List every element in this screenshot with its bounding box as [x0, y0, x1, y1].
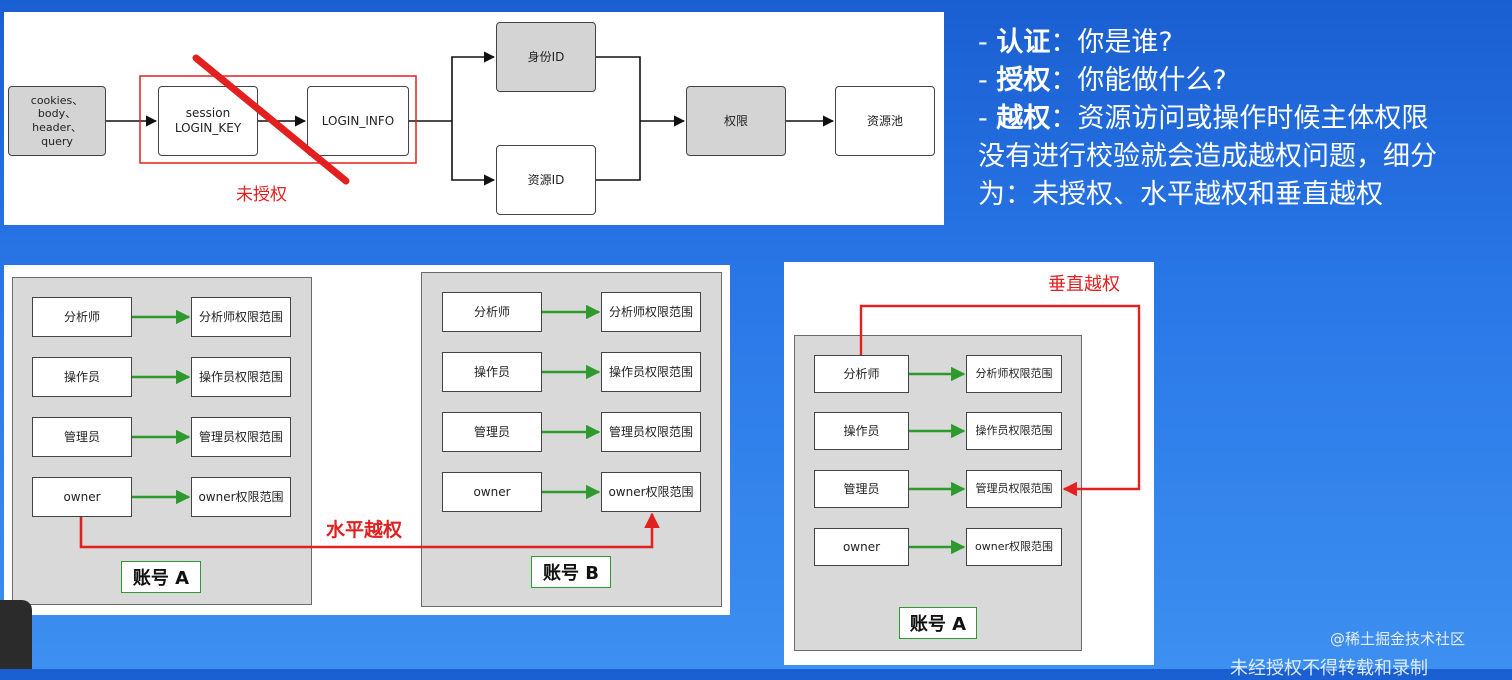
scope-analyst-a: 分析师权限范围 [191, 297, 291, 337]
overreach-term: 越权 [996, 103, 1051, 134]
dark-corner-decoration [0, 600, 32, 669]
role-admin-v: 管理员 [814, 470, 909, 508]
role-owner-b: owner [442, 472, 542, 512]
clipped-caption: 未经授权不得转载和录制 [1230, 658, 1428, 679]
unauthorized-box [139, 75, 417, 164]
overreach-desc-3: 为：未授权、水平越权和垂直越权 [978, 179, 1383, 210]
role-analyst-b: 分析师 [442, 292, 542, 332]
account-b-green-arrows [542, 304, 601, 500]
scope-admin-v: 管理员权限范围 [966, 470, 1062, 508]
strike-through-mark [192, 54, 350, 185]
bullet-authz: - 授权：你能做什么? [978, 65, 1227, 96]
resource-pool-node: 资源池 [835, 86, 935, 156]
scope-owner-b: owner权限范围 [601, 472, 701, 512]
overreach-desc-1: 资源访问或操作时候主体权限 [1077, 103, 1429, 134]
watermark: @稀土掘金技术社区 [1330, 630, 1466, 648]
role-admin-b: 管理员 [442, 412, 542, 452]
role-owner-a: owner [32, 477, 132, 517]
resource-id-node: 资源ID [496, 145, 596, 215]
scope-owner-v: owner权限范围 [966, 528, 1062, 566]
scope-admin-a: 管理员权限范围 [191, 417, 291, 457]
role-operator-v: 操作员 [814, 412, 909, 450]
vertical-overreach-label: 垂直越权 [1048, 274, 1120, 295]
vertical-overreach-arrow [859, 304, 1141, 497]
scope-admin-b: 管理员权限范围 [601, 412, 701, 452]
vertical-green-arrows [909, 366, 966, 555]
account-b-label: 账号 B [531, 556, 611, 588]
authz-desc: 你能做什么? [1077, 65, 1227, 96]
identity-id-node: 身份ID [496, 22, 596, 92]
role-operator-b: 操作员 [442, 352, 542, 392]
scope-owner-a: owner权限范围 [191, 477, 291, 517]
overreach-desc-2: 没有进行校验就会造成越权问题，细分 [978, 141, 1437, 172]
scope-operator-a: 操作员权限范围 [191, 357, 291, 397]
role-owner-v: owner [814, 528, 909, 566]
auth-desc: 你是谁? [1077, 27, 1173, 58]
auth-term: 认证 [996, 27, 1051, 58]
scope-operator-v: 操作员权限范围 [966, 412, 1062, 450]
account-a-label: 账号 A [121, 561, 201, 593]
definitions-text: - 认证：你是谁? - 授权：你能做什么? - 越权：资源访问或操作时候主体权限… [978, 24, 1508, 214]
role-analyst-a: 分析师 [32, 297, 132, 337]
login-info-node: LOGIN_INFO [307, 86, 409, 156]
unauthorized-label: 未授权 [236, 185, 287, 205]
account-a-green-arrows [132, 309, 191, 505]
horizontal-overreach-label: 水平越权 [326, 519, 403, 541]
role-analyst-v: 分析师 [814, 355, 909, 393]
horizontal-overreach-arrow [79, 512, 660, 549]
bullet-auth: - 认证：你是谁? [978, 27, 1173, 58]
role-admin-a: 管理员 [32, 417, 132, 457]
bullet-overreach: - 越权：资源访问或操作时候主体权限 [978, 103, 1429, 134]
top-connectors [106, 51, 835, 186]
vertical-account-label: 账号 A [899, 607, 977, 639]
scope-analyst-v: 分析师权限范围 [966, 355, 1062, 393]
permission-node: 权限 [686, 86, 786, 156]
scope-operator-b: 操作员权限范围 [601, 352, 701, 392]
input-node: cookies、 body、 header、 query [8, 86, 106, 156]
authz-term: 授权 [996, 65, 1051, 96]
scope-analyst-b: 分析师权限范围 [601, 292, 701, 332]
role-operator-a: 操作员 [32, 357, 132, 397]
